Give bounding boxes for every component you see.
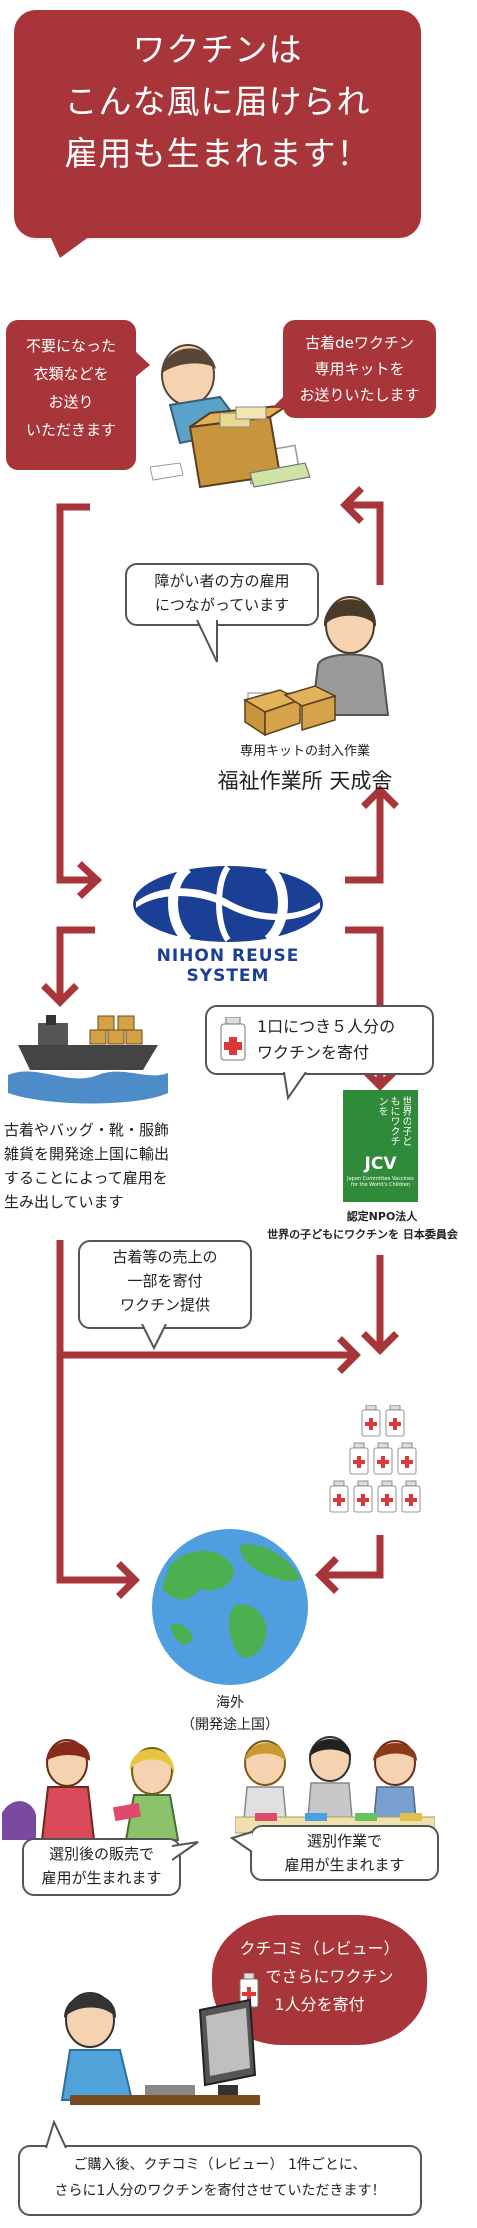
sorting-bubble-tail-icon — [230, 1831, 253, 1853]
market-people-icon — [2, 1739, 180, 1841]
sales-after-line-1: 選別後の販売で — [48, 1845, 154, 1863]
arrowhead-ship — [41, 983, 79, 1007]
workshop-name: 福祉作業所 天成舎 — [217, 769, 393, 793]
vaccine-line-2: ワクチンを寄付 — [257, 1043, 370, 1062]
bottom-bubble: ご購入後、クチコミ（レビュー） 1件ごとに、 さらに1人分のワクチンを寄付させて… — [18, 2145, 422, 2216]
bottom-line-2: さらに1人分のワクチンを寄付させていただきます！ — [54, 2183, 386, 2199]
review-line-1: クチコミ（レビュー） — [239, 1939, 400, 1958]
workshop-caption: 専用キットの封入作業 — [239, 744, 370, 759]
donate-line-2: 衣類などを — [33, 365, 109, 383]
sorting-workers-icon — [235, 1736, 435, 1834]
review-line-3: 1人分を寄付 — [274, 1995, 365, 2014]
sales-after-bubble: 選別後の販売で 雇用が生まれます — [22, 1838, 181, 1896]
donate-box-tail-icon — [134, 350, 150, 378]
employment-bubble: 障がい者の方の雇用 につながっています — [125, 563, 319, 626]
arrowhead-globe-right — [315, 1556, 339, 1594]
header-line-3: 雇用も生まれます！ — [64, 134, 371, 173]
export-line-3: することによって雇用を — [4, 1169, 168, 1187]
sorting-line-2: 雇用が生まれます — [284, 1856, 405, 1874]
donate-line-3: お送り — [48, 393, 94, 411]
arrowhead-kit — [340, 486, 364, 524]
jcv-logo: 世界の子どもにワクチンを JCV Japan Committee Vaccine… — [343, 1090, 418, 1202]
jcv-label-2: 世界の子どもにワクチンを 日本委員会 — [267, 1228, 458, 1241]
jcv-label-1: 認定NPO法人 — [346, 1210, 418, 1223]
review-line-2: でさらにワクチン — [265, 1967, 394, 1986]
sales-bubble-tail-icon — [141, 1324, 167, 1351]
kit-boxes-icon — [243, 685, 338, 737]
header-line-2: こんな風に届けられ — [64, 82, 371, 121]
sales-after-line-2: 雇用が生まれます — [41, 1869, 162, 1887]
computer-user-icon — [60, 1992, 260, 2105]
jcv-abbr: JCV — [364, 1154, 397, 1174]
sales-line-1: 古着等の売上の — [112, 1248, 218, 1266]
review-vial-icon — [239, 1973, 259, 2008]
export-text: 古着やバッグ・靴・服飾 雑貨を開発途上国に輸出 することによって雇用を 生み出し… — [4, 1118, 224, 1214]
bottom-line-1: ご購入後、クチコミ（レビュー） 1件ごとに、 — [73, 2157, 367, 2173]
header-line-1: ワクチンは — [132, 30, 303, 69]
export-line-4: 生み出しています — [4, 1193, 124, 1211]
arrowhead-workshop — [361, 785, 399, 809]
donate-box: 不要になった 衣類などを お送り いただきます — [6, 320, 136, 470]
arrow-donate-to-logo — [56, 503, 95, 884]
arrow-workshop-to-kit — [345, 501, 384, 585]
sales-line-3: ワクチン提供 — [119, 1296, 210, 1314]
cargo-ship-icon — [8, 1015, 168, 1104]
arrowhead-left-vaccines — [337, 1336, 361, 1374]
arrow-logo-to-workshop — [345, 790, 384, 884]
globe-icon — [152, 1529, 308, 1685]
export-line-1: 古着やバッグ・靴・服飾 — [4, 1121, 170, 1139]
donate-line-4: いただきます — [25, 421, 116, 439]
employment-line-2: につながっています — [154, 596, 290, 614]
arrowhead-vaccines — [361, 1331, 399, 1355]
vaccine-bubble: 1口につき５人分の ワクチンを寄付 — [205, 1005, 434, 1075]
employment-line-1: 障がい者の方の雇用 — [154, 572, 290, 590]
header-tail-icon — [50, 236, 90, 258]
jcv-sub: Japan Committee Vaccines for the World's… — [347, 1176, 414, 1188]
vaccine-bubble-tail-icon — [283, 1072, 307, 1101]
sorting-bubble: 選別作業で 雇用が生まれます — [250, 1825, 439, 1881]
vaccine-vials-icon — [329, 1405, 421, 1513]
arrow-logo-to-ship — [56, 926, 95, 1000]
sales-after-tail-icon — [172, 1841, 199, 1861]
kit-line-1: 古着deワクチン — [305, 334, 414, 352]
arrowhead-logo — [77, 861, 103, 899]
export-line-2: 雑貨を開発途上国に輸出 — [4, 1145, 170, 1163]
person-packing-icon — [150, 344, 311, 489]
nihon-reuse-system-logo — [133, 863, 323, 944]
kit-box-tail-icon — [272, 388, 292, 408]
sales-line-2: 一部を寄付 — [127, 1272, 203, 1290]
employment-bubble-tail-icon — [196, 620, 218, 663]
bottom-bubble-tail-icon — [45, 2120, 67, 2149]
arrowhead-jcv — [361, 1067, 399, 1091]
kit-box: 古着deワクチン 専用キットを お送りいたします — [283, 320, 436, 418]
globe-label-1: 海外 — [216, 1695, 244, 1711]
vaccine-vial-icon — [220, 1017, 246, 1061]
arrow-vaccines-to-globe — [320, 1535, 384, 1579]
kit-line-2: 専用キットを — [314, 360, 405, 378]
review-cloud: クチコミ（レビュー） でさらにワクチン 1人分を寄付 — [212, 1915, 427, 2045]
jcv-logo-text: 世界の子どもにワクチンを — [376, 1096, 411, 1146]
globe-labels: 海外 （開発途上国） — [150, 1692, 310, 1736]
arrowhead-globe-left — [116, 1561, 140, 1599]
sales-bubble: 古着等の売上の 一部を寄付 ワクチン提供 — [78, 1240, 252, 1329]
logo-name: NIHON REUSE SYSTEM — [156, 946, 300, 986]
donate-line-1: 不要になった — [25, 337, 116, 355]
globe-label-2: （開発途上国） — [181, 1717, 279, 1733]
kit-line-3: お送りいたします — [299, 386, 420, 404]
sorting-line-1: 選別作業で — [306, 1832, 382, 1850]
header-banner: ワクチンは こんな風に届けられ 雇用も生まれます！ — [14, 10, 421, 238]
vaccine-line-1: 1口につき５人分の — [257, 1017, 396, 1036]
